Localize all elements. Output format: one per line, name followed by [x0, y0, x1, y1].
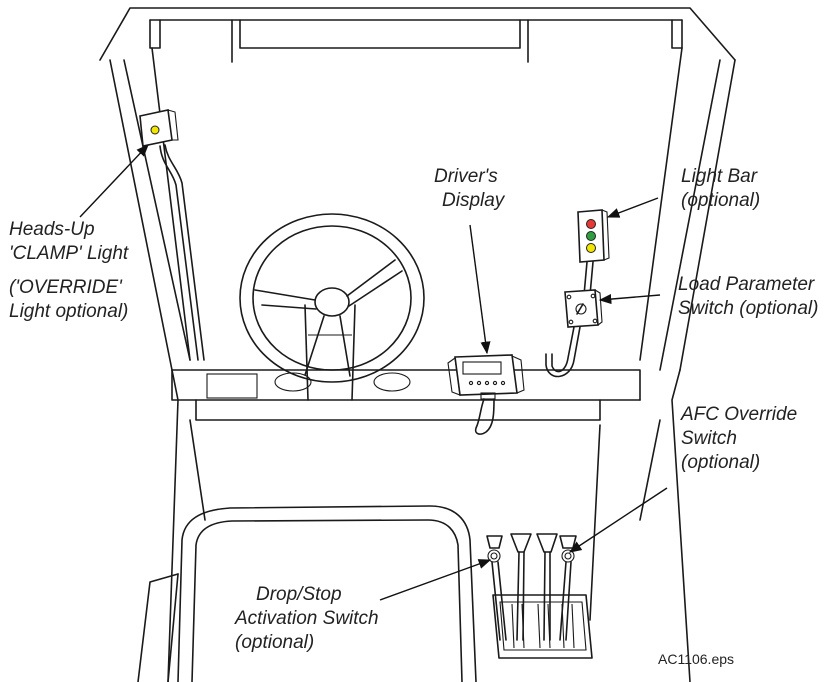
light-bar-green-lamp — [586, 231, 596, 241]
drivers-display — [447, 354, 525, 435]
label-heads-up-line2: 'CLAMP' Light — [9, 243, 129, 264]
steering-wheel — [239, 213, 425, 383]
label-light-bar-line1: Light Bar — [681, 166, 758, 187]
labels: Heads-Up 'CLAMP' Light ('OVERRIDE' Light… — [9, 166, 818, 667]
label-drop-stop-line3: (optional) — [235, 632, 314, 653]
light-bar-red-lamp — [586, 219, 596, 229]
label-heads-up-line1: Heads-Up — [9, 219, 95, 240]
clamp-light-lamp — [150, 125, 160, 135]
label-load-param-line2: Switch (optional) — [678, 298, 818, 319]
arrow-light-bar — [606, 197, 659, 218]
label-afc-line2: Switch — [681, 428, 737, 449]
label-drop-stop-line1: Drop/Stop — [256, 584, 342, 605]
heads-up-clamp-light — [139, 109, 205, 361]
light-bar — [577, 209, 610, 296]
label-drivers-display-line2: Display — [442, 190, 506, 211]
seat — [137, 505, 477, 682]
load-parameter-switch — [545, 289, 603, 378]
arrow-heads-up-light — [79, 144, 149, 218]
arrow-drivers-display — [469, 224, 491, 355]
arrow-load-parameter-switch — [598, 294, 661, 305]
arrow-afc-override — [568, 487, 668, 553]
label-drop-stop-line2: Activation Switch — [234, 608, 379, 629]
file-name-label: AC1106.eps — [658, 651, 734, 667]
control-levers — [486, 533, 593, 659]
label-load-param-line1: Load Parameter — [678, 274, 815, 295]
label-afc-line3: (optional) — [681, 452, 760, 473]
label-light-bar-line2: (optional) — [681, 190, 760, 211]
label-override-line1: ('OVERRIDE' — [9, 277, 123, 298]
label-override-line2: Light optional) — [9, 301, 128, 322]
label-drivers-display-line1: Driver's — [434, 166, 498, 187]
arrow-drop-stop — [379, 559, 492, 601]
label-afc-line1: AFC Override — [680, 404, 797, 425]
light-bar-yellow-lamp — [586, 243, 596, 253]
callout-arrows — [79, 144, 668, 601]
